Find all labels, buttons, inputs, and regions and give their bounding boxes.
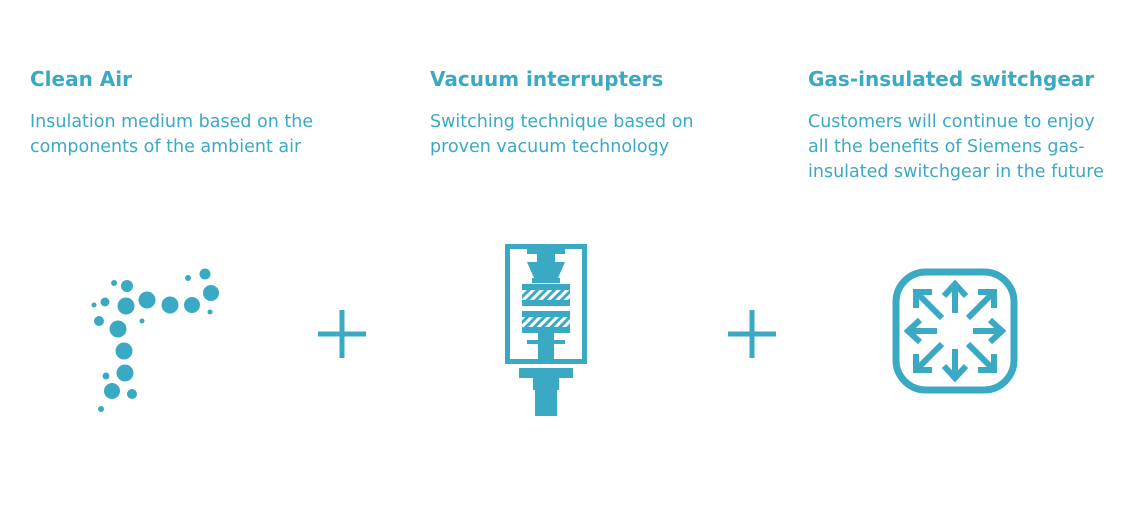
feature-description: Switching technique based on proven vacu… [430, 112, 694, 157]
feature-title: Vacuum interrupters [430, 67, 664, 91]
vacuum-interrupter-icon [505, 244, 587, 416]
feature-description: Insulation medium based on the component… [30, 112, 314, 157]
plus-icon [728, 310, 776, 358]
feature-gas-insulated-switchgear: Gas-insulated switchgear Customers will … [808, 66, 1118, 185]
feature-description: Customers will continue to enjoy all the… [808, 112, 1104, 182]
air-bubbles-icon [91, 268, 219, 412]
plus-icon [318, 310, 366, 358]
expanding-arrows-icon [892, 268, 1018, 394]
feature-clean-air: Clean Air Insulation medium based on the… [30, 66, 370, 160]
feature-title: Clean Air [30, 67, 132, 91]
feature-vacuum-interrupters: Vacuum interrupters Switching technique … [430, 66, 750, 160]
feature-title: Gas-insulated switchgear [808, 67, 1095, 91]
